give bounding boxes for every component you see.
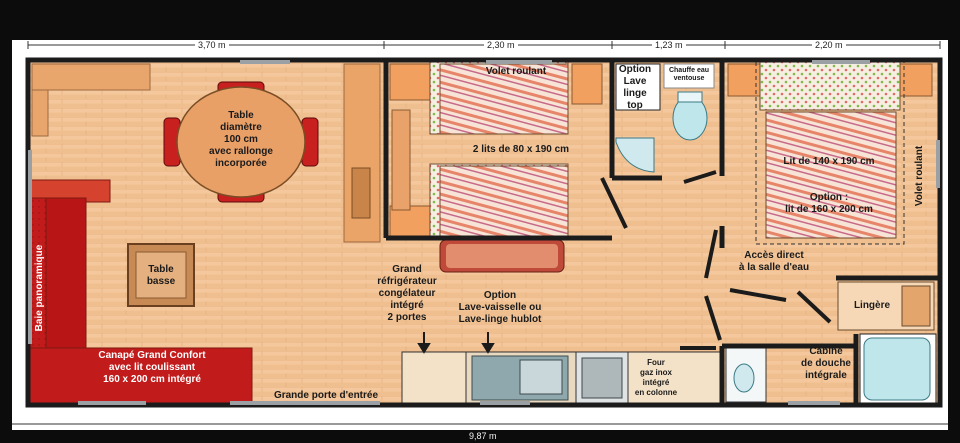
label-volet-roulant-1: Volet roulant <box>485 66 547 77</box>
sofa <box>29 179 253 405</box>
bedroom-twin <box>389 61 603 273</box>
doors <box>600 170 832 350</box>
label-option-lave-vaisselle: Option Lave-vaisselle ou Lave-linge hubl… <box>458 290 542 325</box>
label-table-basse: Table basse <box>146 264 176 287</box>
label-option-lave-linge: Option Lave linge top <box>618 64 652 111</box>
label-cabine: Cabine de douche intégrale <box>800 346 851 381</box>
dim-bedroom1: 2,30 m <box>484 40 518 50</box>
label-lingere: Lingère <box>853 300 891 311</box>
dining-table <box>163 81 319 203</box>
label-chauffe-eau: Chauffe eau ventouse <box>668 67 710 82</box>
dim-living: 3,70 m <box>195 40 229 50</box>
label-canape: Canapé Grand Confort avec lit coulissant… <box>98 350 206 385</box>
label-baie: Baie panoramique <box>34 244 45 332</box>
label-four: Four gaz inox intégré en colonne <box>634 358 678 397</box>
tv-cabinet <box>343 63 381 243</box>
bedroom-double <box>727 59 933 245</box>
label-lit-140: Lit de 140 x 190 cm <box>783 156 875 167</box>
label-lits: 2 lits de 80 x 190 cm <box>472 144 570 155</box>
label-volet-roulant-2: Volet roulant <box>914 145 925 207</box>
kitchen <box>401 351 725 405</box>
tv-unit <box>351 167 371 219</box>
label-table: Table diamètre 100 cm avec rallonge inco… <box>209 110 273 169</box>
corner-cabinet <box>31 89 49 137</box>
label-refrigerateur: Grand réfrigérateur congélateur intégré … <box>377 264 437 323</box>
wall-cabinet <box>31 63 151 91</box>
dim-wc: 1,23 m <box>652 40 686 50</box>
label-option-lit: Option : lit de 160 x 200 cm <box>785 192 873 215</box>
label-porte: Grande porte d'entrée <box>273 390 379 401</box>
label-arrows <box>417 332 495 354</box>
wc-room <box>615 63 715 173</box>
windows <box>28 60 940 405</box>
dim-bedroom2: 2,20 m <box>812 40 846 50</box>
lingere-shelves <box>901 285 931 327</box>
dim-total: 9,87 m <box>466 431 500 441</box>
coffee-table-top <box>135 251 187 299</box>
label-acces: Accès direct à la salle d'eau <box>738 250 810 273</box>
